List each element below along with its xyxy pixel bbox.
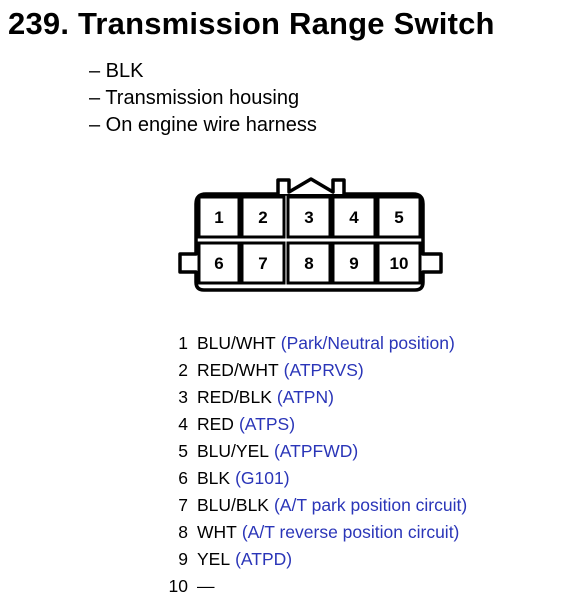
pin-description: (ATPFWD) bbox=[273, 441, 359, 461]
pin-cell-9 bbox=[331, 241, 377, 285]
wire-color: BLU/BLK bbox=[197, 495, 269, 515]
connector-notes: – BLK – Transmission housing – On engine… bbox=[89, 58, 317, 139]
pin-number: 6 bbox=[178, 468, 188, 488]
pin-description: (G101) bbox=[235, 468, 290, 488]
pin-label-5: 5 bbox=[394, 208, 403, 227]
note-harness: – On engine wire harness bbox=[89, 114, 317, 136]
pin-row: 4 RED (ATPS) bbox=[150, 411, 467, 438]
wire-color: YEL bbox=[197, 549, 231, 569]
pin-row: 3 RED/BLK (ATPN) bbox=[150, 384, 467, 411]
pin-row: 2 RED/WHT (ATPRVS) bbox=[150, 357, 467, 384]
wire-color: BLU/WHT bbox=[197, 333, 276, 353]
pin-label-10: 10 bbox=[390, 254, 409, 273]
pin-row: 7 BLU/BLK (A/T park position circuit) bbox=[150, 492, 467, 519]
wire-color: RED/BLK bbox=[197, 387, 272, 407]
pin-number: 3 bbox=[178, 387, 188, 407]
pin-label-7: 7 bbox=[258, 254, 267, 273]
pin-list: 1 BLU/WHT (Park/Neutral position) 2 RED/… bbox=[150, 330, 468, 600]
wire-color: RED bbox=[197, 414, 234, 434]
pin-row: 5 BLU/YEL (ATPFWD) bbox=[150, 438, 467, 465]
wire-color: — bbox=[197, 576, 215, 596]
pin-description: (A/T park position circuit) bbox=[273, 495, 468, 515]
pin-cell-4 bbox=[331, 195, 377, 239]
pin-row: 8 WHT (A/T reverse position circuit) bbox=[150, 519, 467, 546]
wire-color: BLK bbox=[197, 468, 231, 488]
pin-cell-6 bbox=[197, 241, 241, 285]
pin-cell-1 bbox=[197, 195, 241, 239]
pin-label-6: 6 bbox=[214, 254, 223, 273]
connector-housing bbox=[178, 192, 443, 292]
pin-number: 9 bbox=[178, 549, 188, 569]
wire-color: BLU/YEL bbox=[197, 441, 269, 461]
pin-description: (ATPN) bbox=[276, 387, 334, 407]
pin-description: (ATPRVS) bbox=[283, 360, 364, 380]
pin-cell-7 bbox=[240, 241, 286, 285]
pin-description: (Park/Neutral position) bbox=[280, 333, 455, 353]
pin-number: 5 bbox=[178, 441, 188, 461]
pin-number: 8 bbox=[178, 522, 188, 542]
pin-description: (ATPS) bbox=[238, 414, 296, 434]
pin-description: (ATPD) bbox=[235, 549, 293, 569]
pin-cell-5 bbox=[376, 195, 422, 239]
pin-row: 6 BLK (G101) bbox=[150, 465, 467, 492]
page-title: 239. Transmission Range Switch bbox=[8, 6, 495, 41]
pin-row: 9 YEL (ATPD) bbox=[150, 546, 467, 573]
pin-number: 7 bbox=[178, 495, 188, 515]
pin-label-3: 3 bbox=[304, 208, 313, 227]
pin-number: 1 bbox=[178, 333, 188, 353]
pin-description: (A/T reverse position circuit) bbox=[241, 522, 460, 542]
pin-cell-8 bbox=[286, 241, 332, 285]
pin-row: 1 BLU/WHT (Park/Neutral position) bbox=[150, 330, 467, 357]
pin-row: 10 — bbox=[150, 573, 467, 600]
connector-lock-tab bbox=[276, 177, 346, 194]
pin-cell-10 bbox=[376, 241, 422, 285]
connector-diagram: 1 2 3 4 5 6 7 8 9 10 bbox=[178, 177, 443, 292]
pin-cell-3 bbox=[286, 195, 332, 239]
pin-label-9: 9 bbox=[349, 254, 358, 273]
note-color: – BLK bbox=[89, 60, 144, 82]
pin-number: 2 bbox=[178, 360, 188, 380]
pin-number: 4 bbox=[178, 414, 188, 434]
pin-cell-2 bbox=[240, 195, 286, 239]
pin-label-8: 8 bbox=[304, 254, 313, 273]
wire-color: WHT bbox=[197, 522, 237, 542]
note-location: – Transmission housing bbox=[89, 87, 300, 109]
pin-label-2: 2 bbox=[258, 208, 267, 227]
pin-number: 10 bbox=[168, 576, 188, 596]
wire-color: RED/WHT bbox=[197, 360, 279, 380]
pin-label-4: 4 bbox=[349, 208, 359, 227]
pin-label-1: 1 bbox=[214, 208, 223, 227]
